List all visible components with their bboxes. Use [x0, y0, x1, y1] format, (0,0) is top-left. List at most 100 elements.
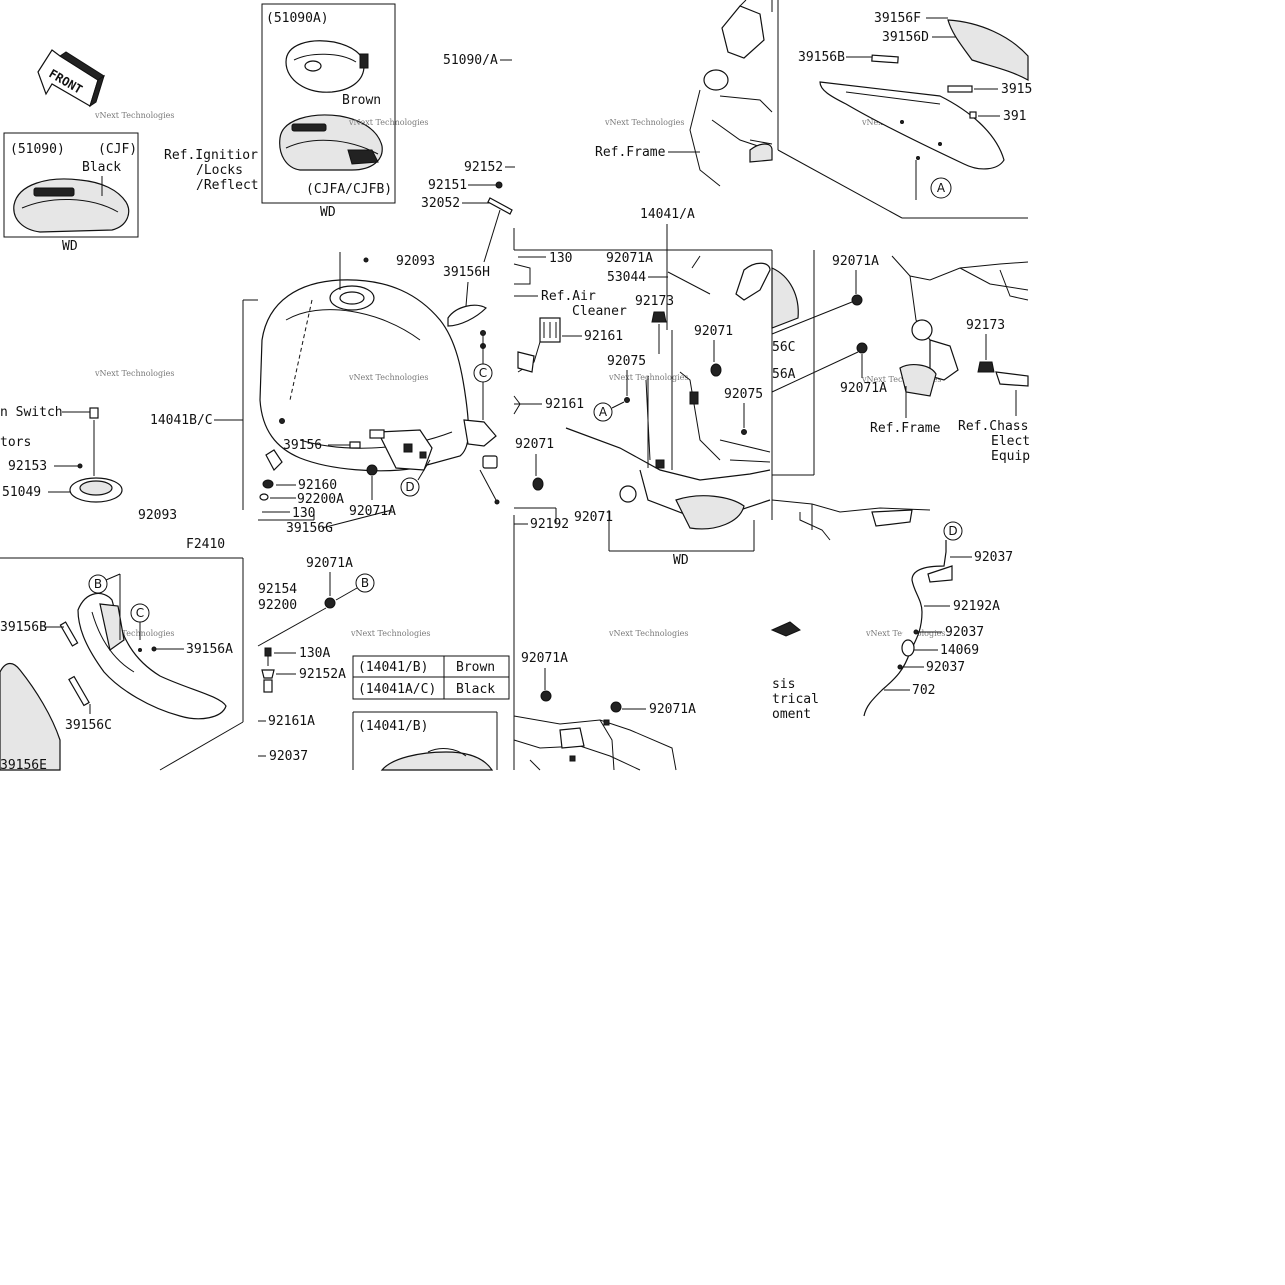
inset-51090a-note: WD — [320, 205, 336, 220]
inset-51090-code: (51090) — [10, 142, 65, 157]
label-92161b: 92161 — [545, 397, 584, 412]
label-92093-cut: 92093 — [138, 508, 177, 523]
label-39156c: 39156C — [65, 718, 112, 733]
label-92071a-r2: 92071A — [840, 381, 887, 396]
pad-39156h — [447, 304, 487, 327]
label-56a-cut: 56A — [772, 367, 796, 382]
kawasaki-logo-icon — [291, 123, 327, 132]
label-391-cut: 391 — [1003, 109, 1026, 124]
label-53044: 53044 — [607, 270, 646, 285]
watermark: vNext Technologies — [348, 118, 428, 127]
label-39156g: 39156G — [286, 521, 333, 536]
label-39156b-b: 39156B — [0, 620, 47, 635]
callout-d: D — [405, 480, 414, 494]
label-92200a: 92200A — [297, 492, 344, 507]
label-92071a-b3: 92071A — [649, 702, 696, 717]
ref-frame-mid: Ref.Frame — [870, 421, 941, 436]
inset-51090-variant: (CJF) — [98, 142, 137, 157]
label-92152: 92152 — [464, 160, 503, 175]
label-39156b: 39156B — [798, 50, 845, 65]
label-92192: 92192 — [530, 517, 569, 532]
ref-indicators-cut: tors — [0, 435, 31, 450]
label-92153: 92153 — [8, 459, 47, 474]
label-92071a-mid: 92071A — [349, 504, 396, 519]
side-cover-panel — [819, 81, 1005, 170]
wire-harness — [863, 540, 947, 717]
label-14069: 14069 — [940, 643, 979, 658]
ref-ignition-1: Ref.Ignitior — [164, 148, 258, 163]
inset-14041b-code: (14041/B) — [358, 719, 428, 734]
watermark: vNext Technologies — [604, 118, 684, 127]
side-cover-bottom-left — [0, 557, 244, 771]
inset-51090a: (51090A) Brown (CJFA/CJFB) WD — [261, 3, 396, 220]
label-92200: 92200 — [258, 598, 297, 613]
label-92071a-b2: 92071A — [521, 651, 568, 666]
frame-sketch-top — [689, 0, 773, 187]
ref-frame-top: Ref.Frame — [595, 145, 666, 160]
label-51049: 51049 — [2, 485, 41, 500]
label-56c-cut: 56C — [772, 340, 795, 355]
watermark: vNext Technologies — [608, 629, 688, 638]
callout-c: C — [479, 366, 487, 380]
label-92161a: 92161A — [268, 714, 315, 729]
kawasaki-logo-icon — [33, 187, 75, 197]
color-table-part: (14041A/C) — [358, 682, 436, 697]
color-table-color: Brown — [456, 660, 495, 675]
inset-51090-note: WD — [62, 239, 78, 254]
label-92071a-b1: 92071A — [306, 556, 353, 571]
label-92037-b: 92037 — [269, 749, 308, 764]
label-39156h: 39156H — [443, 265, 490, 280]
watermark: vNext Technologies — [94, 111, 174, 120]
label-92161: 92161 — [584, 329, 623, 344]
label-92071a-cut: 92071A — [606, 251, 653, 266]
frame-sketch-right — [891, 255, 1029, 397]
label-130-top: 130 — [549, 251, 572, 266]
side-cover-top-right — [777, 0, 1029, 219]
label-39156e: 39156E — [0, 758, 47, 773]
label-130-cut: 130 — [292, 506, 315, 521]
watermark: vNext Technologies — [94, 629, 174, 638]
label-92071-cut: 92071 — [574, 510, 613, 525]
label-39156f: 39156F — [874, 11, 921, 26]
ref-chassis-b1: sis — [772, 677, 795, 692]
ref-chassis-2: Elect — [991, 434, 1030, 449]
watermark: vNext Technologies — [350, 629, 430, 638]
frame-sketch-bottom — [513, 715, 677, 771]
frame-wd-note: WD — [673, 553, 689, 568]
color-table: (14041/B) Brown (14041A/C) Black — [352, 655, 510, 700]
label-39156d: 39156D — [882, 30, 929, 45]
ref-ignition-2: /Locks — [196, 163, 243, 178]
label-92160: 92160 — [298, 478, 337, 493]
fuel-tank-top-view — [285, 40, 365, 93]
label-92075: 92075 — [607, 354, 646, 369]
label-14041a: 14041/A — [640, 207, 695, 222]
ref-air-2: Cleaner — [572, 304, 627, 319]
label-92075b: 92075 — [724, 387, 763, 402]
callout-d: D — [948, 524, 957, 538]
frame-sketch-center — [565, 371, 771, 530]
label-92037-r2: 92037 — [945, 625, 984, 640]
label-51090a: 51090/A — [443, 53, 498, 68]
ref-air-1: Ref.Air — [541, 289, 596, 304]
watermark: vNext Technologies — [348, 373, 428, 382]
inset-51090a-color: Brown — [342, 93, 381, 108]
watermark: vNext Technologies — [94, 369, 174, 378]
callout-b: B — [94, 577, 102, 591]
color-table-color: Black — [456, 682, 495, 697]
label-92173: 92173 — [635, 294, 674, 309]
ref-switch-cut: n Switch — [0, 405, 63, 420]
label-92151: 92151 — [428, 178, 467, 193]
label-92071b: 92071 — [515, 437, 554, 452]
label-14041bc: 14041B/C — [150, 413, 213, 428]
color-table-part: (14041/B) — [358, 660, 428, 675]
label-130a: 130A — [299, 646, 330, 661]
label-92071a-r: 92071A — [832, 254, 879, 269]
watermark: vNext Technologies — [861, 375, 941, 384]
label-92152a: 92152A — [299, 667, 346, 682]
front-arrow-icon: FRONT — [37, 49, 105, 108]
label-92154: 92154 — [258, 582, 297, 597]
inset-14041b: (14041/B) — [352, 711, 498, 771]
label-92037-r1: 92037 — [974, 550, 1013, 565]
callout-a: A — [937, 181, 946, 195]
